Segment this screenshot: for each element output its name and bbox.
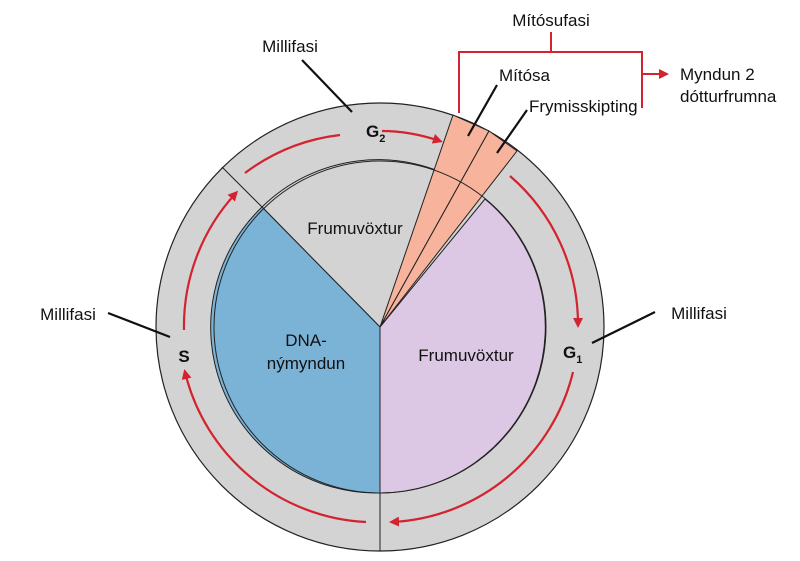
- mitosis-label: Mítósa: [499, 66, 551, 85]
- cytokinesis-label: Frymisskipting: [529, 97, 638, 116]
- dna-synthesis-label-line1: DNA-: [285, 331, 327, 350]
- arrow-g2: [381, 129, 443, 144]
- daughter-cells-label-line1: Myndun 2: [680, 65, 755, 84]
- phase-g2-label: G2: [366, 122, 385, 145]
- pointer-mitosis: [467, 84, 498, 137]
- interphase-label-right: Millifasi: [671, 304, 727, 323]
- phase-s-label: S: [178, 347, 189, 366]
- dna-synthesis-label-line2: nýmyndun: [267, 354, 345, 373]
- arrow-top-left: [244, 133, 341, 174]
- arrow-s-upper: [182, 190, 239, 331]
- pointer-interphase-right: [591, 311, 656, 344]
- interphase-label-left: Millifasi: [40, 305, 96, 324]
- growth-label-top: Frumuvöxtur: [307, 219, 403, 238]
- arrow-s-lower: [181, 369, 367, 524]
- mitotic-phase-label: Mítósufasi: [512, 11, 589, 30]
- ring-divider-left: [221, 166, 263, 208]
- pointer-interphase-left: [107, 311, 171, 339]
- dna-synthesis-sector: [210, 206, 381, 494]
- arrow-g1: [509, 175, 584, 328]
- daughter-cells-label-line2: dótturfrumna: [680, 87, 777, 106]
- cytokinesis-wedge: [379, 130, 518, 328]
- arrow-bottom: [389, 371, 575, 527]
- pointer-interphase-top: [301, 59, 353, 113]
- interphase-label-top: Millifasi: [262, 37, 318, 56]
- pointer-cytokinesis: [496, 109, 528, 154]
- phase-g1-label: G1: [563, 343, 582, 366]
- growth-label-right: Frumuvöxtur: [418, 346, 514, 365]
